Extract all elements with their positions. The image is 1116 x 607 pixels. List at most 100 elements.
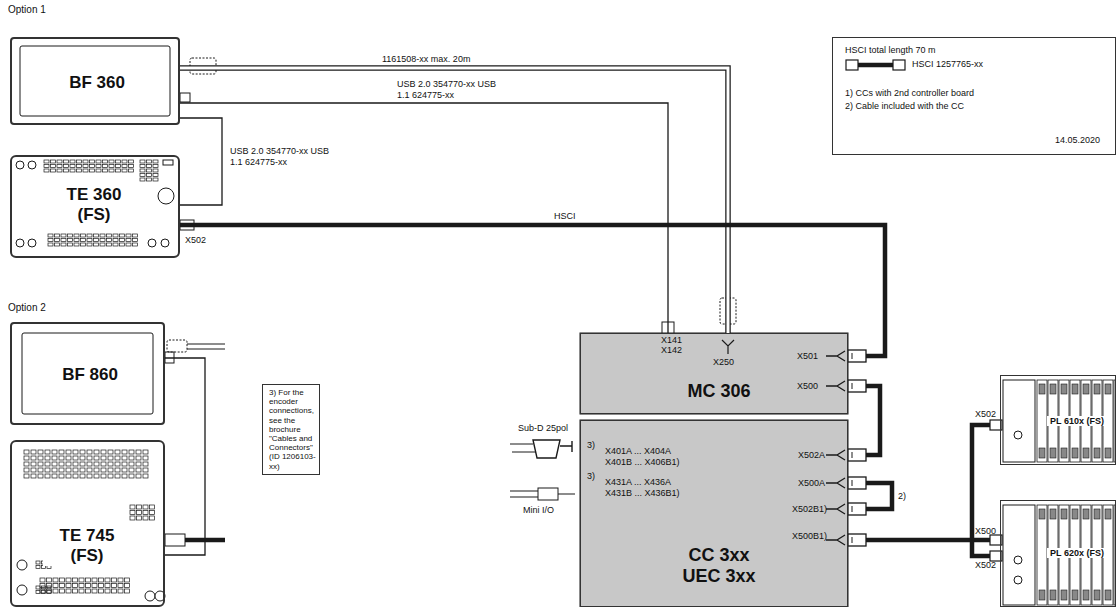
key bbox=[101, 450, 106, 454]
key bbox=[143, 456, 148, 460]
key bbox=[31, 462, 36, 466]
key bbox=[143, 468, 148, 472]
key bbox=[79, 589, 84, 593]
key bbox=[40, 584, 45, 588]
key bbox=[36, 561, 40, 564]
key bbox=[94, 462, 99, 466]
key bbox=[122, 462, 127, 466]
key bbox=[147, 174, 152, 177]
key bbox=[90, 169, 95, 172]
device-name: TE 360 (FS) bbox=[50, 185, 138, 224]
key bbox=[122, 169, 127, 172]
key bbox=[143, 474, 148, 478]
key bbox=[112, 584, 117, 588]
key bbox=[83, 169, 88, 172]
key bbox=[109, 169, 114, 172]
key bbox=[140, 174, 145, 177]
hsci-plug bbox=[848, 380, 866, 392]
key bbox=[105, 589, 110, 593]
key bbox=[126, 234, 131, 237]
key bbox=[143, 505, 148, 509]
terminal bbox=[1105, 509, 1111, 519]
note-text: 1) CCs with 2nd controller board bbox=[845, 88, 974, 98]
key-block bbox=[140, 160, 158, 181]
key bbox=[77, 165, 82, 168]
key bbox=[73, 589, 78, 593]
key bbox=[66, 584, 71, 588]
connector-label: X500A bbox=[798, 478, 825, 488]
key bbox=[80, 456, 85, 460]
keyboard: TE 360 (FS) bbox=[10, 155, 180, 258]
key bbox=[136, 456, 141, 460]
knob-symbol bbox=[161, 239, 169, 247]
note-text: 14.05.2020 bbox=[1055, 135, 1100, 145]
screen bbox=[22, 333, 153, 414]
io-modules bbox=[1037, 380, 1116, 605]
plc-module: PL 610x (FS) bbox=[1000, 375, 1116, 465]
key bbox=[73, 450, 78, 454]
key bbox=[94, 239, 99, 242]
pl-head-module bbox=[1003, 380, 1035, 462]
key bbox=[86, 578, 91, 582]
key bbox=[24, 450, 29, 454]
terminal bbox=[1072, 590, 1078, 600]
key bbox=[133, 234, 138, 237]
key bbox=[103, 160, 108, 163]
key bbox=[31, 456, 36, 460]
mc-housing bbox=[580, 333, 848, 414]
key bbox=[87, 474, 92, 478]
key bbox=[83, 165, 88, 168]
key bbox=[60, 578, 65, 582]
terminal bbox=[1094, 384, 1100, 394]
key bbox=[55, 234, 60, 237]
key bbox=[96, 160, 101, 163]
socket-symbol bbox=[826, 478, 845, 488]
cable-label: HSCI bbox=[552, 211, 578, 222]
key bbox=[115, 468, 120, 472]
key bbox=[45, 450, 50, 454]
key bbox=[61, 239, 66, 242]
key bbox=[120, 239, 125, 242]
key bbox=[103, 169, 108, 172]
key bbox=[52, 474, 57, 478]
key bbox=[66, 456, 71, 460]
key bbox=[90, 165, 95, 168]
connector-label: X431B ... X436B1) bbox=[605, 488, 680, 498]
key bbox=[129, 462, 134, 466]
device-name: MC 306 bbox=[687, 381, 750, 402]
key bbox=[101, 474, 106, 478]
key bbox=[24, 462, 29, 466]
key bbox=[55, 239, 60, 242]
key bbox=[150, 516, 155, 520]
option-heading: Option 1 bbox=[8, 4, 46, 16]
terminal bbox=[1050, 384, 1056, 394]
device-name: PL 620x (FS) bbox=[1047, 548, 1107, 558]
key bbox=[99, 584, 104, 588]
key bbox=[163, 160, 173, 165]
connector-label: X401A ... X404A bbox=[605, 446, 671, 456]
knob-symbol bbox=[17, 585, 27, 595]
key bbox=[118, 578, 123, 582]
key bbox=[53, 584, 58, 588]
key bbox=[51, 160, 56, 163]
key bbox=[80, 450, 85, 454]
key bbox=[143, 511, 148, 515]
hsci-plug bbox=[848, 449, 866, 461]
key bbox=[101, 456, 106, 460]
key bbox=[153, 174, 158, 177]
knob-symbol bbox=[28, 239, 36, 247]
legend-box: HSCI total length 70 m 1) CCs with 2nd co… bbox=[832, 37, 1116, 155]
key bbox=[107, 239, 112, 242]
connector-label: Sub-D 25pol bbox=[518, 423, 568, 433]
plug-detail bbox=[852, 452, 853, 458]
terminal bbox=[1083, 590, 1089, 600]
cable-label: USB 2.0 354770-xx USB 1.1 624775-xx bbox=[395, 79, 503, 101]
cc-housing bbox=[580, 420, 848, 607]
terminal bbox=[1039, 590, 1045, 600]
device-name: HSCI total length 70 m bbox=[845, 45, 936, 55]
key bbox=[94, 474, 99, 478]
key bbox=[122, 456, 127, 460]
device-name: CC 3xx UEC 3xx bbox=[673, 545, 765, 586]
key bbox=[73, 456, 78, 460]
key bbox=[108, 474, 113, 478]
